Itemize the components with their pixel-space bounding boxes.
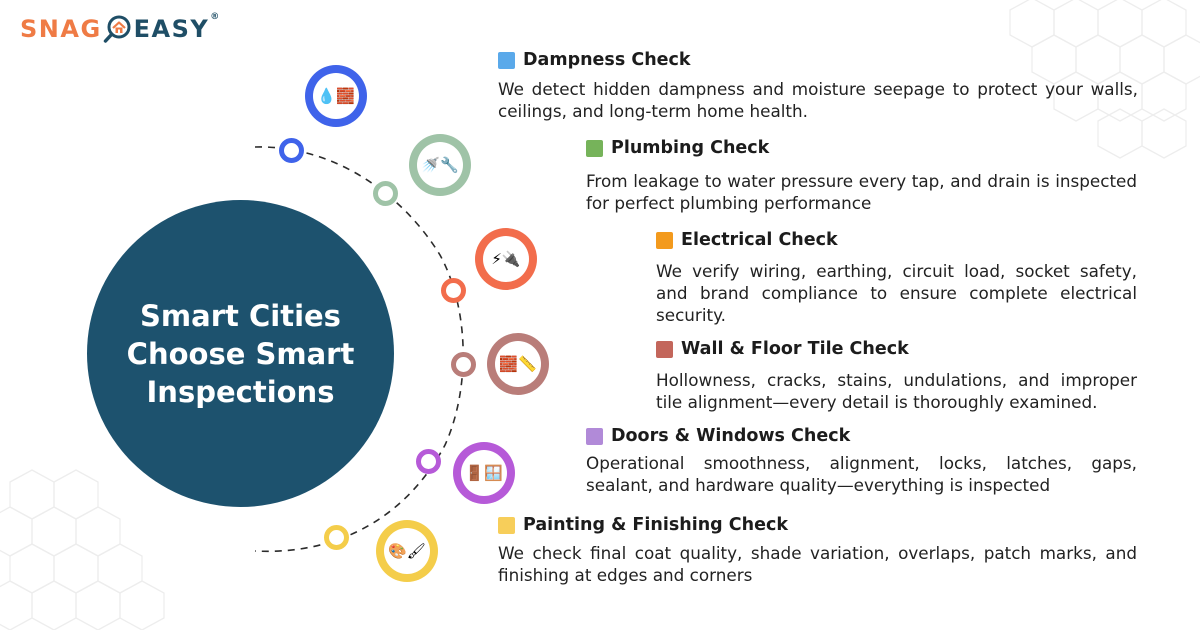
plumbing-icon-circle: 🚿🔧 [409,134,471,196]
section-electrical: Electrical Check We verify wiring, earth… [656,228,1137,326]
section-title: Doors & Windows Check [611,426,851,446]
section-painting-finishing: Painting & Finishing Check We check fina… [498,513,1137,586]
section-description: From leakage to water pressure every tap… [586,171,1137,213]
section-title-row: Plumbing Check [586,136,1137,160]
section-description: We detect hidden dampness and moisture s… [498,79,1138,121]
water-drop-brick-icon: 💧🧱 [313,73,359,119]
arc-node-6 [324,525,349,550]
bullet-square [586,139,603,157]
section-title-row: Wall & Floor Tile Check [656,337,1137,361]
section-title: Dampness Check [523,50,691,70]
section-doors-windows: Doors & Windows Check Operational smooth… [586,424,1137,496]
registered-mark: ® [210,12,220,22]
hero-title: Smart Cities Choose Smart Inspections [126,298,355,409]
arc-node-5 [416,449,441,474]
logo-text-snag: SNAG [20,15,102,43]
shower-wrench-icon: 🚿🔧 [417,142,463,188]
dampness-icon-circle: 💧🧱 [305,65,367,127]
magnifier-house-icon [103,15,131,43]
bullet-square [498,516,515,534]
bullet-square [586,427,603,445]
section-title-row: Electrical Check [656,228,1137,252]
section-title-row: Doors & Windows Check [586,424,1137,448]
section-title-row: Dampness Check [498,48,1138,72]
door-window-icon: 🚪🪟 [461,450,507,496]
logo-text-easy: EASY [133,15,210,43]
brick-ruler-icon: 🧱📏 [495,341,541,387]
section-wall-floor-tile: Wall & Floor Tile Check Hollowness, crac… [656,337,1137,413]
palette-brush-icon: 🎨🖌 [384,528,430,574]
section-plumbing: Plumbing Check From leakage to water pre… [586,136,1137,214]
bullet-square [498,51,515,69]
hero-circle: Smart Cities Choose Smart Inspections [87,200,394,507]
section-description: Hollowness, cracks, stains, undulations,… [656,370,1137,412]
section-dampness: Dampness Check We detect hidden dampness… [498,48,1138,122]
section-description: We verify wiring, earthing, circuit load… [656,261,1137,325]
section-title: Wall & Floor Tile Check [681,339,909,359]
arc-node-4 [451,352,476,377]
section-title: Plumbing Check [611,138,770,158]
section-title: Painting & Finishing Check [523,515,788,535]
bullet-square [656,231,673,249]
section-title-row: Painting & Finishing Check [498,513,1137,537]
section-description: We check final coat quality, shade varia… [498,543,1137,585]
painting-icon-circle: 🎨🖌 [376,520,438,582]
section-title: Electrical Check [681,230,838,250]
snageasy-logo[interactable]: SNAG EASY ® [20,12,219,46]
arc-node-2 [373,181,398,206]
doors-icon-circle: 🚪🪟 [453,442,515,504]
section-description: Operational smoothness, alignment, locks… [586,453,1137,495]
lightning-plug-icon: ⚡🔌 [483,236,529,282]
arc-node-1 [279,138,304,163]
bullet-square [656,340,673,358]
arc-node-3 [441,278,466,303]
electrical-icon-circle: ⚡🔌 [475,228,537,290]
tile-icon-circle: 🧱📏 [487,333,549,395]
